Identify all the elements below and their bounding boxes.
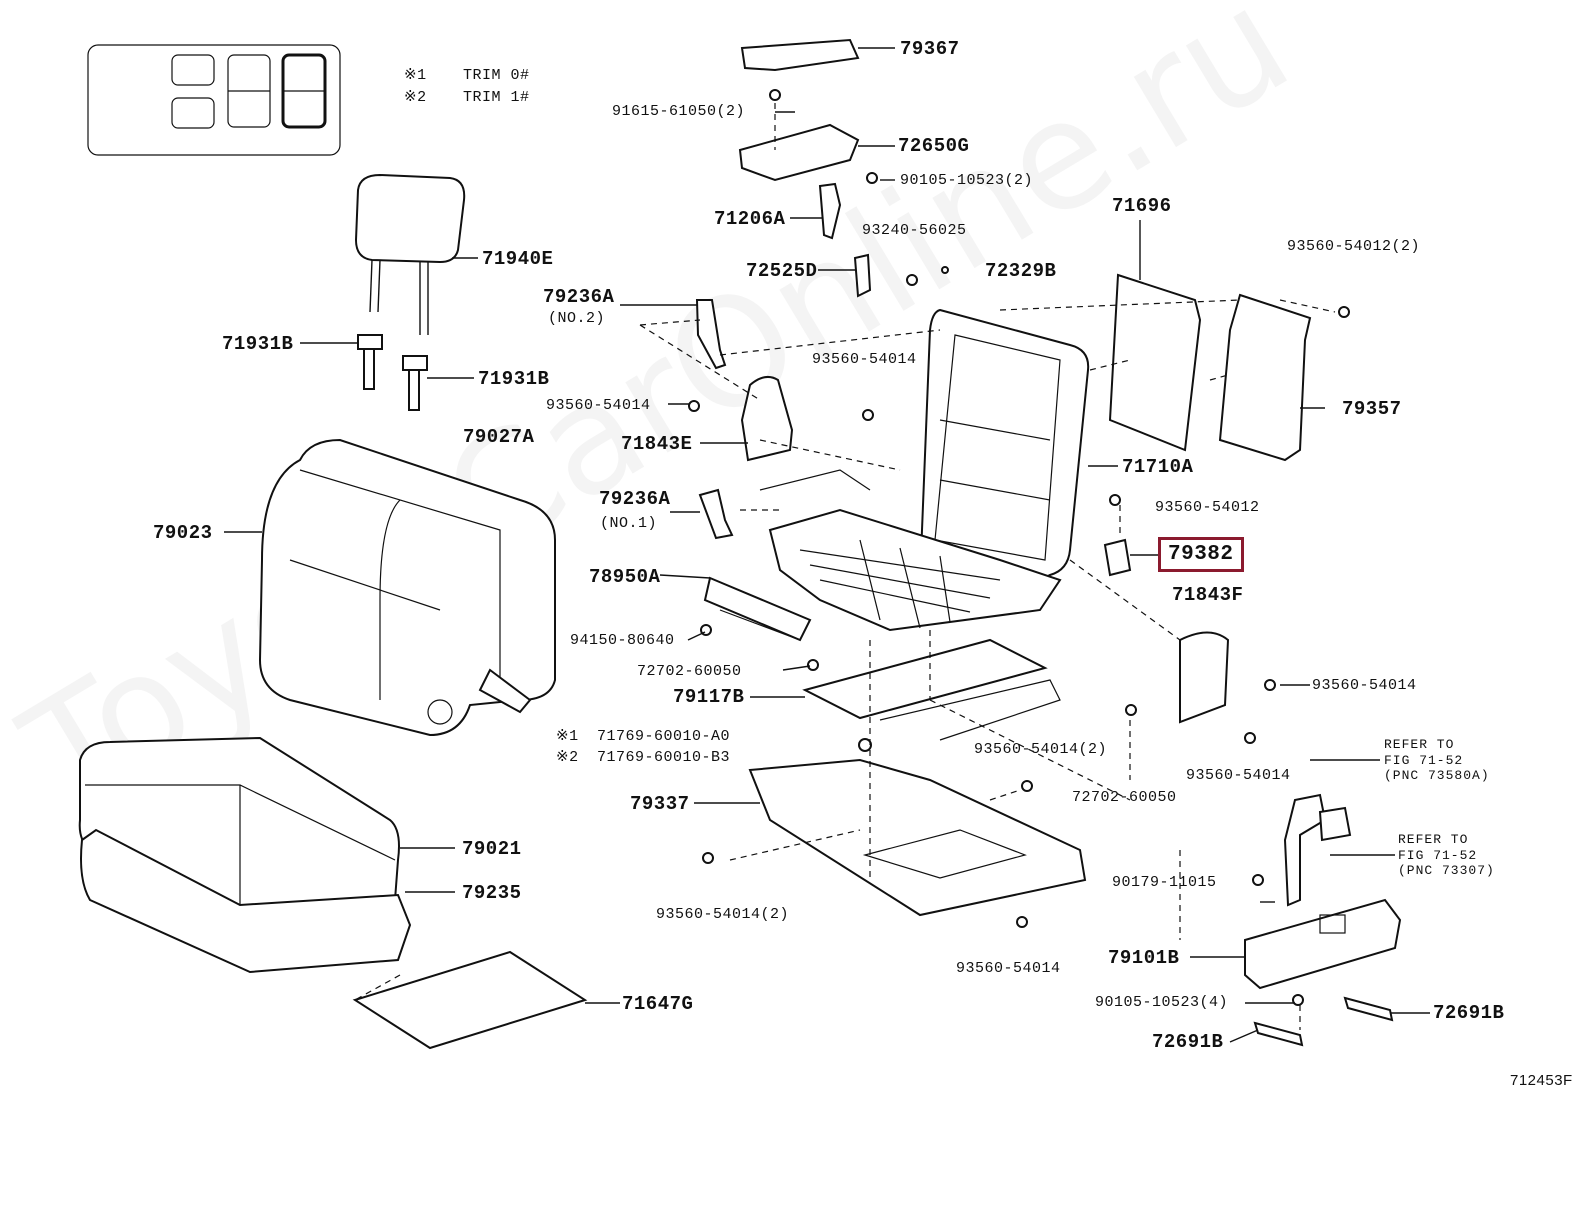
part-label-72691B-b[interactable]: 72691B (1152, 1031, 1224, 1053)
hinge-79236A-no1 (698, 488, 734, 540)
part-label-79117B[interactable]: 79117B (673, 686, 745, 708)
part-label-79235[interactable]: 79235 (462, 882, 522, 904)
part-label-79021[interactable]: 79021 (462, 838, 522, 860)
refer-note-2-line2: FIG 71-52 (1398, 848, 1478, 863)
seat-frame (759, 308, 1090, 632)
part-label-79382[interactable]: 79382 (1168, 543, 1234, 566)
parts-diagram (78, 38, 1430, 1050)
lever-72525D (853, 253, 872, 298)
part-label-71931B-b[interactable]: 71931B (478, 368, 550, 390)
part-label-79357[interactable]: 79357 (1342, 398, 1402, 420)
part-label-90105-10523-b[interactable]: 90105-10523(4) (1095, 994, 1229, 1011)
part-label-71843F[interactable]: 71843F (1172, 584, 1244, 606)
refer-note-1-line3: (PNC 73580A) (1384, 768, 1490, 783)
trim-legend-2-mark: ※2 (404, 89, 427, 106)
refer-note-1-line1: REFER TO (1384, 737, 1455, 752)
part-label-79337[interactable]: 79337 (630, 793, 690, 815)
trim-mark-2: ※2 (556, 749, 579, 766)
figure-code: 712453F (1510, 1072, 1573, 1089)
part-label-93560-54014-c[interactable]: 93560-54014 (1312, 677, 1417, 694)
trim-legend-1-mark: ※1 (404, 67, 427, 84)
part-label-93240-56025[interactable]: 93240-56025 (862, 222, 967, 239)
trim-legend-1-text: TRIM 0# (463, 67, 530, 84)
part-label-72329B[interactable]: 72329B (985, 260, 1057, 282)
bracket-72691B-b (1253, 1021, 1304, 1047)
cover-71843F (1179, 631, 1230, 724)
headrest (354, 173, 466, 335)
part-label-71647G[interactable]: 71647G (622, 993, 694, 1015)
part-label-93560-54012[interactable]: 93560-54012 (1155, 499, 1260, 516)
sheet-79117B (802, 638, 1061, 741)
part-label-93560-54014-d[interactable]: 93560-54014 (1186, 767, 1291, 784)
trim-legend-2-text: TRIM 1# (463, 89, 530, 106)
part-label-72525D[interactable]: 72525D (746, 260, 818, 282)
part-label-91615-61050[interactable]: 91615-61050(2) (612, 103, 746, 120)
refer-note-1-line2: FIG 71-52 (1384, 753, 1464, 768)
part-label-79236A-no2[interactable]: 79236A (543, 286, 615, 308)
back-panel (1218, 293, 1325, 462)
highlighted-part[interactable]: 79382 (1158, 537, 1244, 572)
part-label-94150-80640[interactable]: 94150-80640 (570, 632, 675, 649)
part-label-71940E[interactable]: 71940E (482, 248, 554, 270)
part-label-72650G[interactable]: 72650G (898, 135, 970, 157)
part-label-79236A-no1[interactable]: 79236A (599, 488, 671, 510)
part-label-79367[interactable]: 79367 (900, 38, 960, 60)
part-label-93560-54014-2b[interactable]: 93560-54014(2) (656, 906, 790, 923)
part-label-79027A[interactable]: 79027A (463, 426, 535, 448)
back-board (1108, 220, 1202, 452)
part-label-79023[interactable]: 79023 (153, 522, 213, 544)
seat-cushion (78, 736, 412, 974)
part-label-71696[interactable]: 71696 (1112, 195, 1172, 217)
tray-79337 (748, 758, 1087, 917)
part-label-90179-11015[interactable]: 90179-11015 (1112, 874, 1217, 891)
seat-back-cover (258, 438, 556, 737)
part-label-79101B[interactable]: 79101B (1108, 947, 1180, 969)
alignment-lines (639, 299, 1336, 1030)
lever-71206A (818, 182, 842, 240)
bolt-91615 (769, 89, 781, 101)
part-label-79236A-no2-note: (NO.2) (548, 310, 606, 327)
trim-mark-1: ※1 (556, 728, 579, 745)
bracket-72691B-a (1343, 996, 1394, 1022)
part-label-93560-54014-a[interactable]: 93560-54014 (812, 351, 917, 368)
headrest-supports (357, 334, 428, 411)
clip-79382 (1103, 538, 1158, 577)
part-label-71206A[interactable]: 71206A (714, 208, 786, 230)
bolts (688, 172, 1350, 1006)
cover-79367 (740, 38, 895, 72)
belt-buckle (1283, 793, 1352, 907)
cover-71843E (740, 375, 794, 462)
part-label-78950A[interactable]: 78950A (589, 566, 661, 588)
refer-note-2-line1: REFER TO (1398, 832, 1469, 847)
seat-position-key (87, 44, 341, 156)
part-label-93560-54014-e[interactable]: 93560-54014 (956, 960, 1061, 977)
bracket-72650G (738, 92, 860, 182)
part-label-71843E[interactable]: 71843E (621, 433, 693, 455)
part-label-72691B-a[interactable]: 72691B (1433, 1002, 1505, 1024)
part-label-72702-60050-b[interactable]: 72702-60050 (1072, 789, 1177, 806)
part-label-71931B-a[interactable]: 71931B (222, 333, 294, 355)
part-label-71769-60010-B3[interactable]: 71769-60010-B3 (597, 749, 731, 766)
cover-79101B (1244, 898, 1402, 990)
part-label-93560-54012-2[interactable]: 93560-54012(2) (1287, 238, 1421, 255)
part-label-71710A[interactable]: 71710A (1122, 456, 1194, 478)
belt-78950A (703, 576, 812, 642)
part-label-93560-54014-b[interactable]: 93560-54014 (546, 397, 651, 414)
part-label-90105-10523-a[interactable]: 90105-10523(2) (900, 172, 1034, 189)
hinge-79236A-no2 (695, 299, 727, 370)
part-label-79236A-no1-note: (NO.1) (600, 515, 658, 532)
leader-lines (224, 111, 1430, 1043)
part-label-71769-60010-A0[interactable]: 71769-60010-A0 (597, 728, 731, 745)
part-label-93560-54014-2[interactable]: 93560-54014(2) (974, 741, 1108, 758)
pad (352, 950, 588, 1050)
refer-note-2-line3: (PNC 73307) (1398, 863, 1495, 878)
part-label-72702-60050-a[interactable]: 72702-60050 (637, 663, 742, 680)
